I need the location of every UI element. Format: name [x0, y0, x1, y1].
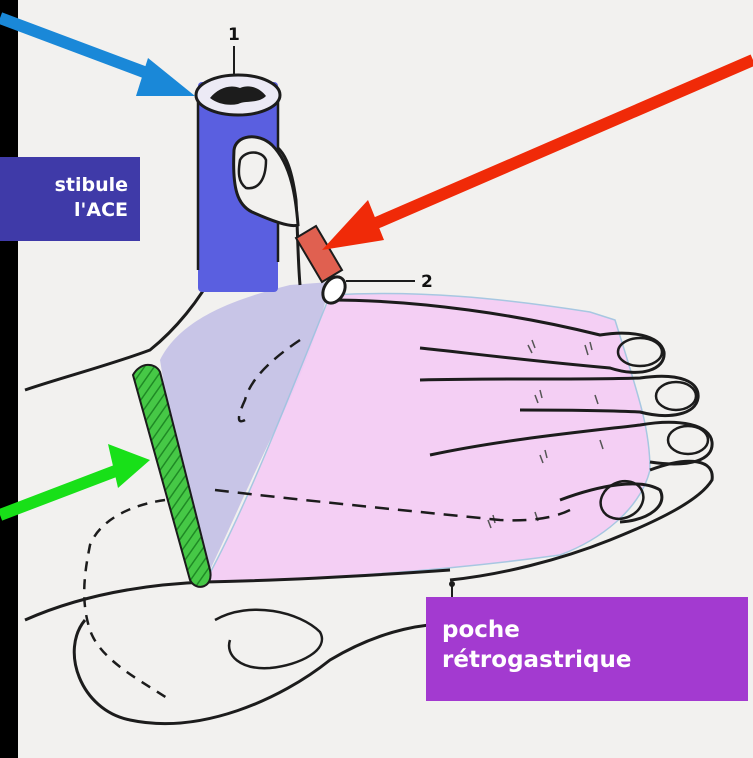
poche-label-box: poche rétrogastrique — [426, 597, 748, 701]
poche-label-line-2: rétrogastrique — [442, 646, 748, 676]
pointer-dot — [449, 581, 455, 587]
number-2: 2 — [421, 272, 433, 292]
poche-label-line-1: poche — [442, 616, 748, 646]
vestibule-label-line-2: l'ACE — [0, 198, 128, 223]
vestibule-label-box: stibule l'ACE — [0, 157, 140, 241]
vestibule-label-line-1: stibule — [0, 173, 128, 198]
number-1: 1 — [228, 25, 240, 45]
